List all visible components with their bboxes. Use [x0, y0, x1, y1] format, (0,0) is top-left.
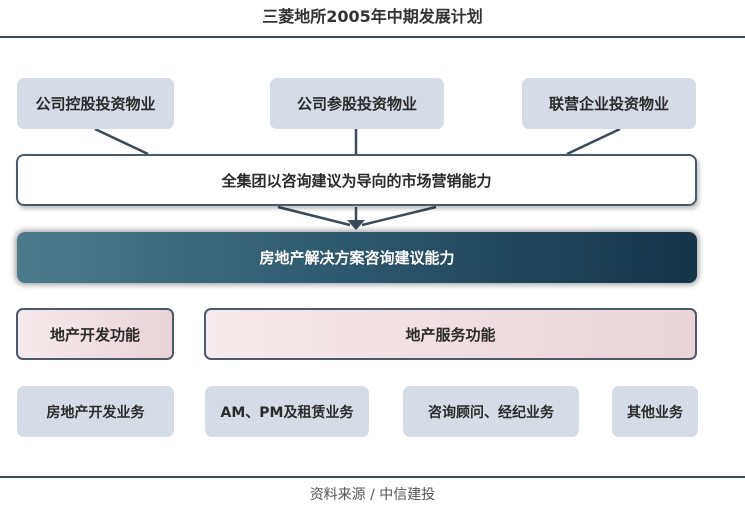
arrow-line-left	[277, 205, 351, 227]
business-box-am-pm-leasing: AM、PM及租赁业务	[205, 386, 369, 437]
function-box-services: 地产服务功能	[204, 308, 697, 360]
top-box-joint-venture-property: 联营企业投资物业	[522, 78, 696, 129]
top-divider	[0, 36, 745, 38]
top-box-minority-property: 公司参股投资物业	[270, 78, 444, 129]
arrow-line-right	[361, 205, 437, 227]
function-box-development: 地产开发功能	[16, 308, 174, 360]
connector-left	[94, 127, 149, 156]
core-consulting-capability-box: 房地产解决方案咨询建议能力	[17, 232, 697, 283]
business-box-other: 其他业务	[612, 386, 698, 437]
arrow-head	[347, 220, 365, 230]
page-title: 三菱地所2005年中期发展计划	[262, 7, 483, 26]
business-box-consulting-brokerage: 咨询顾问、经纪业务	[403, 386, 579, 437]
source-note: 资料来源 / 中信建投	[309, 487, 436, 503]
connector-right	[566, 127, 621, 156]
bottom-divider	[0, 476, 745, 478]
business-box-development: 房地产开发业务	[17, 386, 174, 437]
top-box-holding-property: 公司控股投资物业	[17, 78, 174, 129]
marketing-capability-box: 全集团以咨询建议为导向的市场营销能力	[16, 154, 697, 206]
